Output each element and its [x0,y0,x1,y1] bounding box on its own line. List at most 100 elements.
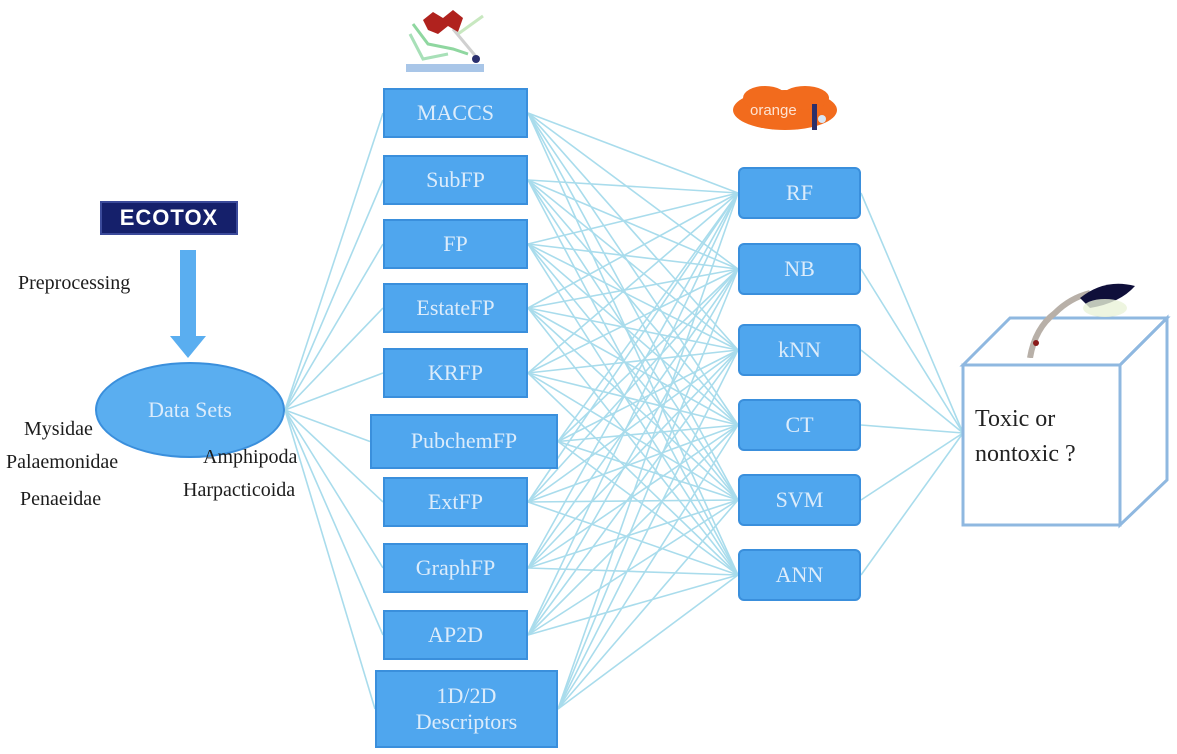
output-line-2: nontoxic ? [975,440,1076,467]
connector-nb-output [860,268,964,434]
connector-estatefp-ann [527,307,739,576]
classifier-ct: CT [738,399,861,451]
connector-fp-ann [527,243,739,576]
preprocessing-label: Preprocessing [18,272,131,294]
connector-descriptors-ct [557,424,739,710]
fingerprint-pubchemfp: PubchemFP [370,414,558,469]
connector-datasets-descriptors [284,409,376,710]
output-line-1: Toxic or [975,406,1056,432]
species-penaeidae: Penaeidae [20,488,102,510]
connector-datasets-fp [284,243,384,411]
orange-logo-text: orange [750,102,797,119]
species-harpacticoida: Harpacticoida [183,479,296,501]
species-mysidae: Mysidae [24,418,93,440]
connector-subfp-ct [527,179,739,426]
connector-extfp-rf [527,192,739,503]
connector-estatefp-ct [527,307,739,426]
connector-subfp-knn [527,179,739,351]
connector-graphfp-svm [527,499,739,569]
connector-fp-svm [527,243,739,501]
connector-descriptors-svm [557,499,739,710]
connector-svm-output [860,432,964,501]
connector-ann-output [860,432,964,576]
connector-subfp-rf [527,179,739,194]
connector-estatefp-rf [527,192,739,309]
fingerprint-maccs: MACCS [383,88,528,138]
connector-pubchemfp-ct [557,424,739,443]
fingerprint-krfp: KRFP [383,348,528,398]
connector-ap2d-rf [527,192,739,636]
connector-subfp-nb [527,179,739,270]
shrimp-icon [1027,283,1135,358]
connector-maccs-rf [527,112,739,194]
orange-logo-icon: orange [733,86,837,130]
fingerprint-fp: FP [383,219,528,269]
padel-logo-icon [406,10,484,72]
classifier-rf: RF [738,167,861,219]
connector-krfp-rf [527,192,739,374]
connector-ap2d-svm [527,499,739,636]
connector-datasets-subfp [284,179,384,411]
connector-maccs-knn [527,112,739,351]
fingerprint-descriptors: 1D/2D Descriptors [375,670,558,748]
datasets-node: Data Sets [95,362,285,458]
connector-descriptors-rf [557,192,739,710]
connector-extfp-nb [527,268,739,503]
connector-pubchemfp-ann [557,440,739,576]
connector-datasets-extfp [284,409,384,503]
connector-subfp-ann [527,179,739,576]
connector-krfp-ct [527,372,739,426]
species-palaemonidae: Palaemonidae [6,451,119,473]
connector-descriptors-ann [557,574,739,710]
connector-datasets-graphfp [284,409,384,569]
connector-graphfp-ct [527,424,739,569]
connector-krfp-nb [527,268,739,374]
connector-fp-rf [527,192,739,245]
connector-extfp-ann [527,501,739,576]
connector-maccs-nb [527,112,739,270]
connector-maccs-svm [527,112,739,501]
connector-datasets-maccs [284,112,384,411]
connector-fp-ct [527,243,739,426]
output-cube-icon [959,314,1171,529]
output-label: Toxic or nontoxic ? [975,402,1076,472]
connector-subfp-svm [527,179,739,501]
connector-ap2d-nb [527,268,739,636]
connector-graphfp-nb [527,268,739,569]
connector-extfp-svm [527,499,739,503]
connector-estatefp-knn [527,307,739,351]
connector-datasets-pubchemfp [284,409,371,443]
fingerprint-graphfp: GraphFP [383,543,528,593]
connector-pubchemfp-svm [557,440,739,501]
classifier-svm: SVM [738,474,861,526]
connector-estatefp-nb [527,268,739,309]
connector-extfp-knn [527,349,739,503]
connector-descriptors-nb [557,268,739,710]
connector-datasets-estatefp [284,307,384,411]
connector-extfp-ct [527,424,739,503]
species-amphipoda: Amphipoda [203,446,298,468]
connector-graphfp-rf [527,192,739,569]
connector-descriptors-knn [557,349,739,710]
connector-maccs-ann [527,112,739,576]
connector-fp-knn [527,243,739,351]
connector-rf-output [860,192,964,434]
classifier-nb: NB [738,243,861,295]
connector-knn-output [860,349,964,434]
connector-ap2d-ct [527,424,739,636]
ecotox-source: ECOTOX [100,201,238,235]
connector-graphfp-knn [527,349,739,569]
classifier-knn: kNN [738,324,861,376]
down-arrow-icon [170,250,206,358]
connector-graphfp-ann [527,567,739,576]
connector-pubchemfp-rf [557,192,739,442]
connector-ap2d-ann [527,574,739,636]
fingerprint-extfp: ExtFP [383,477,528,527]
classifier-ann: ANN [738,549,861,601]
fingerprint-ap2d: AP2D [383,610,528,660]
connector-ct-output [860,424,964,434]
fingerprint-subfp: SubFP [383,155,528,205]
connector-maccs-ct [527,112,739,426]
